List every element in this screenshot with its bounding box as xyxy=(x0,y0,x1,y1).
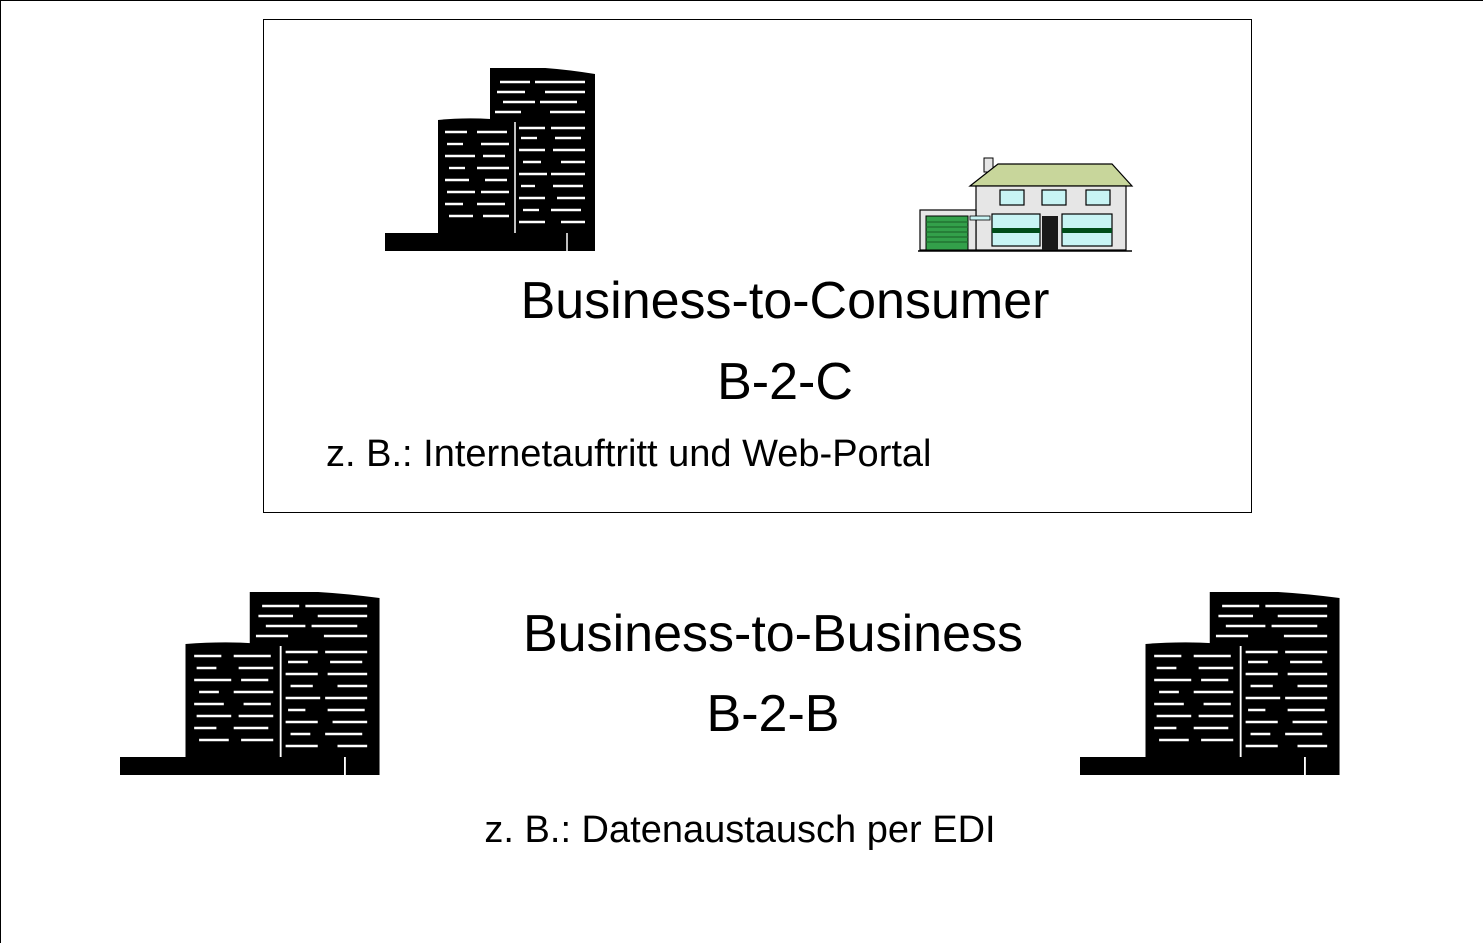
b2c-abbr: B-2-C xyxy=(717,353,853,411)
b2b-abbr: B-2-B xyxy=(706,685,840,743)
office-building-icon-right xyxy=(1080,592,1342,776)
b2c-example: z. B.: Internetauftritt und Web-Portal xyxy=(326,433,932,475)
b2b-title: Business-to-Business xyxy=(523,605,1023,663)
office-building-icon xyxy=(385,68,597,252)
b2b-example: z. B.: Datenaustausch per EDI xyxy=(484,809,996,851)
b2c-box xyxy=(263,19,1252,513)
office-building-icon-left xyxy=(120,592,382,776)
house-icon xyxy=(918,156,1134,252)
b2c-title: Business-to-Consumer xyxy=(520,272,1050,330)
